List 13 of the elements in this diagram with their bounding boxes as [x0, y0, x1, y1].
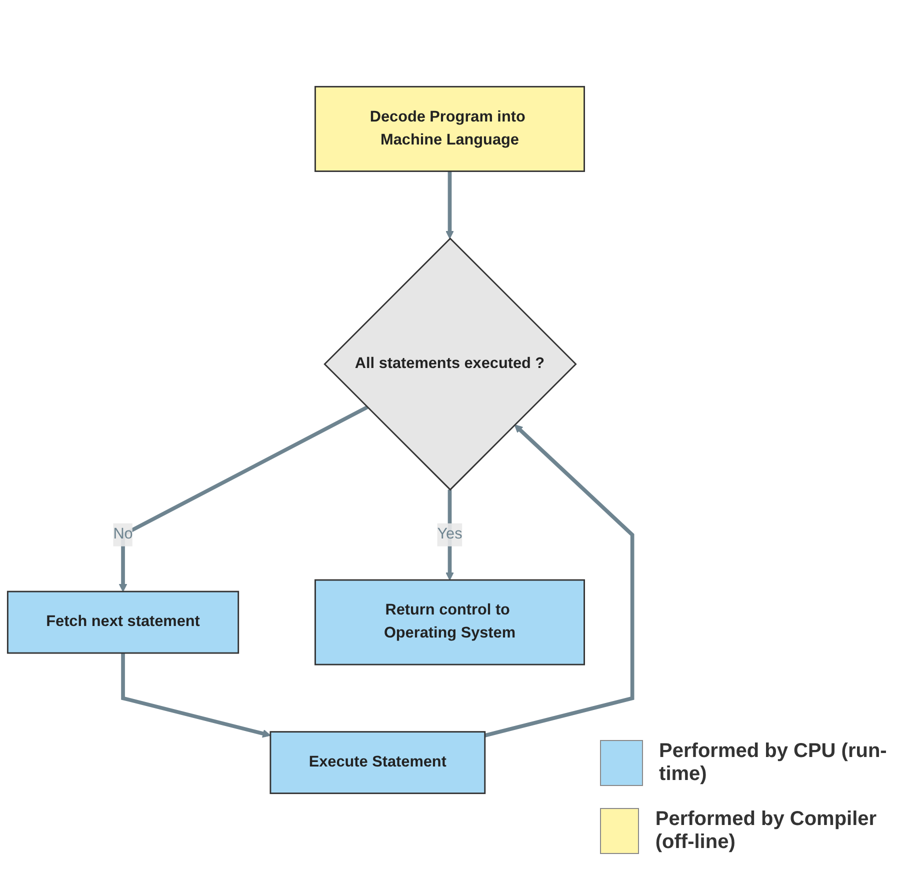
legend-label: Performed by Compiler (off-line): [655, 808, 878, 854]
node-box: Fetch next statement: [6, 590, 240, 654]
edge-label: Yes: [437, 526, 462, 543]
arrow: [446, 171, 454, 239]
legend-label: Performed by CPU (run-time): [659, 740, 888, 786]
node-diamond: All statements executed ?: [324, 237, 577, 491]
node-box: Decode Program into Machine Language: [314, 86, 585, 172]
edge-label: No: [113, 526, 133, 543]
arrow: [121, 653, 271, 738]
node-box: Return control to Operating System: [314, 579, 585, 666]
arrow: [484, 424, 634, 738]
node-box: Execute Statement: [270, 731, 486, 794]
arrow: [118, 406, 368, 592]
